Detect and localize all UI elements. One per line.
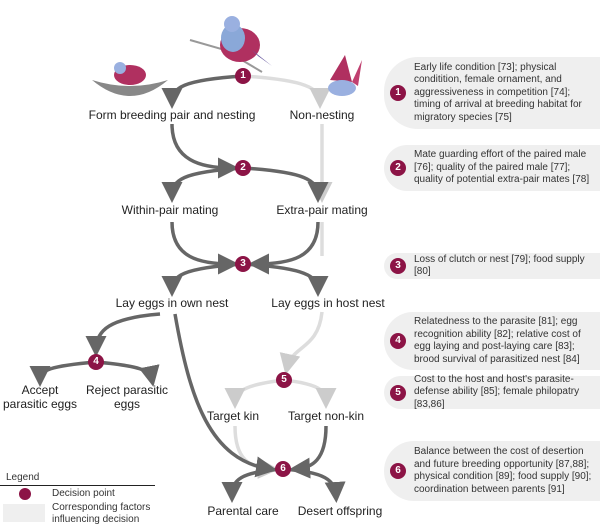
- label-target-kin: Target kin: [206, 409, 260, 423]
- flying-bird-icon: [328, 55, 362, 96]
- label-parental-care: Parental care: [207, 504, 279, 518]
- factor-number: 1: [390, 85, 406, 101]
- nest-bird-icon: [92, 62, 168, 96]
- decision-point-6[interactable]: 6: [275, 461, 291, 477]
- legend-factors: Corresponding factors influencing decisi…: [52, 502, 151, 525]
- path-form-2: [170, 123, 239, 179]
- factor-text: Relatedness to the parasite [81]; egg re…: [414, 316, 581, 365]
- label-host-nest: Lay eggs in host nest: [271, 296, 385, 310]
- decision-point-2[interactable]: 2: [235, 160, 251, 176]
- path-nonkin-6: [289, 425, 328, 479]
- path-4-reject: [95, 360, 160, 387]
- label-within-pair: Within-pair mating: [121, 203, 219, 217]
- factor-number: 3: [390, 258, 406, 274]
- factor-text: Loss of clutch or nest [79]; food supply…: [414, 253, 585, 278]
- factor-number: 5: [390, 384, 406, 401]
- legend-title: Legend: [6, 472, 40, 483]
- path-6-care: [221, 467, 284, 503]
- decision-point-5[interactable]: 5: [276, 372, 292, 388]
- factor-text: Cost to the host and host's parasite-def…: [414, 373, 580, 410]
- path-3-host: [242, 262, 329, 297]
- decision-point-3[interactable]: 3: [235, 256, 251, 272]
- path-kin-6: [233, 425, 279, 479]
- label-extra-pair: Extra-pair mating: [276, 203, 368, 217]
- path-own-6: [173, 313, 277, 478]
- path-within-3: [170, 221, 239, 275]
- perched-bird-icon: [189, 16, 272, 73]
- label-desert: Desert offspring: [297, 504, 383, 518]
- factor-text: Mate guarding effort of the paired male …: [414, 149, 590, 186]
- factor-panel-2: 2 Mate guarding effort of the paired male…: [384, 145, 600, 191]
- path-6-desert: [282, 467, 346, 503]
- path-host-5: [279, 311, 324, 375]
- label-form-pair: Form breeding pair and nesting: [88, 108, 256, 122]
- path-own-4: [85, 312, 161, 357]
- decision-point-1[interactable]: 1: [235, 68, 251, 84]
- factor-number: 4: [390, 333, 406, 349]
- legend-decision-point: Decision point: [52, 488, 115, 499]
- factor-panel-4: 4 Relatedness to the parasite [81]; egg r…: [384, 312, 600, 370]
- factor-panel-1: 1 Early life condition [73]; physical con…: [384, 57, 600, 129]
- label-non-nesting: Non-nesting: [289, 108, 355, 122]
- decision-point-4[interactable]: 4: [88, 354, 104, 370]
- label-own-nest: Lay eggs in own nest: [115, 296, 229, 310]
- path-1-nonnesting: [242, 74, 331, 109]
- factor-text: Balance between the cost of desertion an…: [414, 446, 592, 495]
- path-2-within: [161, 166, 244, 203]
- path-2-extra: [242, 166, 329, 203]
- factor-panel-6: 6 Balance between the cost of desertion a…: [384, 441, 600, 501]
- legend-divider: [0, 485, 155, 486]
- factor-number: 6: [390, 463, 406, 479]
- factor-text: Early life condition [73]; physical cond…: [414, 61, 582, 123]
- label-reject: Reject parasitic eggs: [85, 383, 169, 411]
- label-target-nonkin: Target non-kin: [287, 409, 365, 423]
- path-4-accept: [29, 360, 97, 387]
- path-1-form: [161, 74, 244, 109]
- label-accept: Accept parasitic eggs: [2, 383, 78, 411]
- factor-number: 2: [390, 160, 406, 176]
- path-3-own: [161, 262, 244, 297]
- decision-point-swatch: [19, 488, 31, 500]
- path-extra-3: [248, 221, 320, 275]
- factors-swatch: [3, 504, 45, 522]
- factor-panel-5: 5 Cost to the host and host's parasite-de…: [384, 373, 600, 410]
- factor-panel-3: 3 Loss of clutch or nest [79]; food suppl…: [384, 253, 600, 279]
